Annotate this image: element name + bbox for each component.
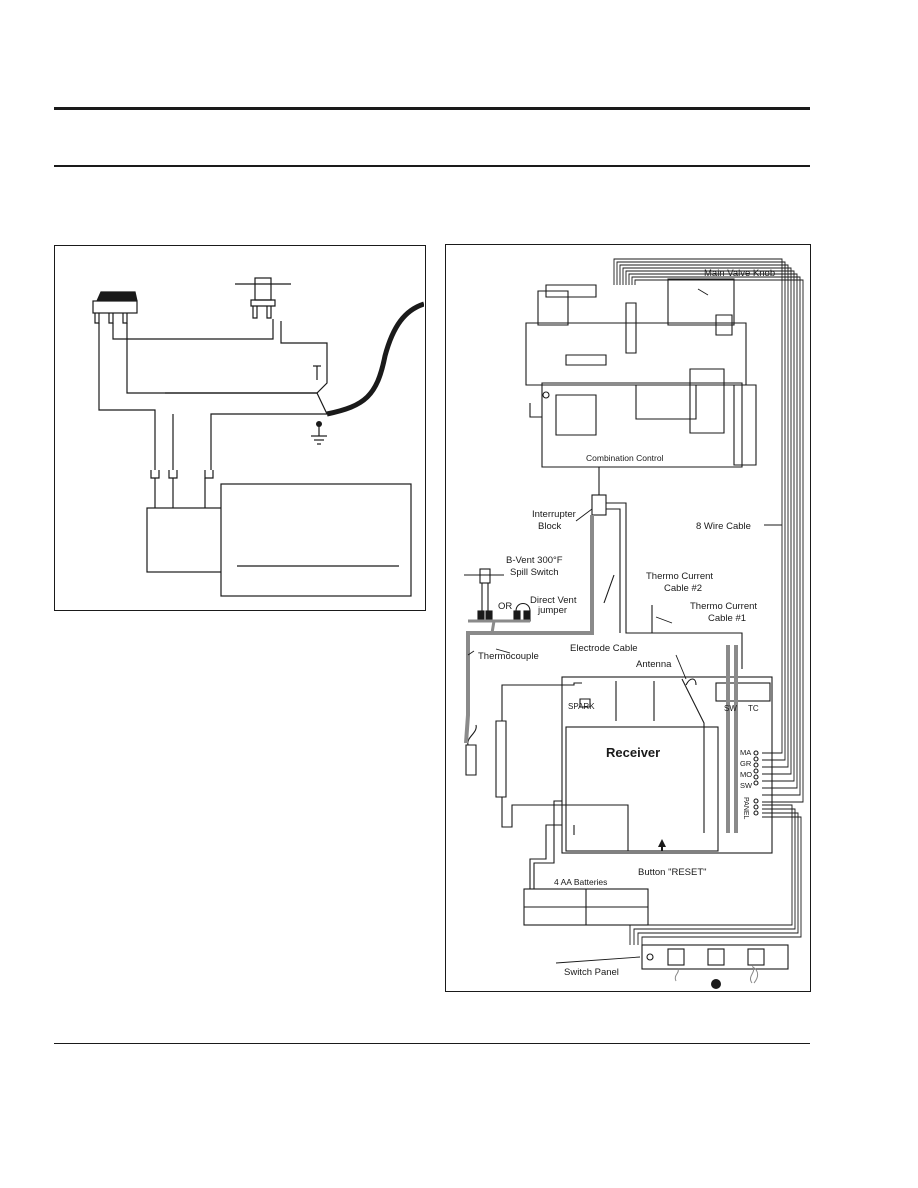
bottom-rule bbox=[54, 1043, 810, 1044]
ground-symbol bbox=[311, 426, 327, 445]
left-wiring-diagram bbox=[54, 245, 426, 611]
label-antenna: Antenna bbox=[636, 659, 672, 670]
eight-wire-cable bbox=[613, 258, 804, 945]
switch-panel-indicator bbox=[711, 979, 721, 989]
label-interrupter-1: Interrupter bbox=[532, 509, 576, 520]
label-direct-vent-1: Direct Vent bbox=[530, 595, 577, 606]
label-switch-panel: Switch Panel bbox=[564, 967, 619, 978]
rocker-switch bbox=[92, 291, 138, 324]
gray-cables bbox=[464, 515, 738, 833]
label-combination-control: Combination Control bbox=[586, 453, 664, 463]
label-term-sw: SW bbox=[740, 781, 753, 790]
label-or: OR bbox=[498, 601, 512, 612]
push-switch bbox=[235, 277, 291, 319]
top-rule-thick bbox=[54, 107, 810, 110]
top-rule-thin bbox=[54, 165, 810, 167]
pilot-assembly bbox=[465, 682, 629, 851]
label-interrupter-2: Block bbox=[538, 521, 561, 532]
label-term-panel: PANEL bbox=[742, 797, 749, 820]
label-main-valve-knob: Main Valve Knob bbox=[704, 268, 775, 279]
flame-low-icon bbox=[674, 968, 679, 982]
switch-panel bbox=[641, 944, 789, 970]
module-box bbox=[146, 507, 226, 573]
label-direct-vent-2: jumper bbox=[537, 605, 567, 616]
label-batteries: 4 AA Batteries bbox=[554, 877, 607, 887]
left-wiring-svg bbox=[92, 277, 424, 597]
label-eight-wire-cable: 8 Wire Cable bbox=[696, 521, 751, 532]
power-cord bbox=[326, 301, 424, 417]
label-sw: SW bbox=[724, 704, 737, 713]
right-wiring-svg: Main Valve Knob Combination Control Inte… bbox=[464, 258, 804, 989]
interrupter-block bbox=[591, 494, 607, 516]
label-thermo2-1: Thermo Current bbox=[646, 571, 713, 582]
switch-button-3[interactable] bbox=[747, 948, 765, 966]
receiver-module bbox=[561, 676, 773, 854]
combination-control-valve bbox=[525, 278, 757, 468]
label-term-ma: MA bbox=[740, 748, 751, 757]
label-tc: TC bbox=[748, 704, 759, 713]
label-bvent-2: Spill Switch bbox=[510, 567, 559, 578]
spill-switch bbox=[464, 568, 531, 622]
battery-pack bbox=[523, 800, 649, 926]
label-thermocouple: Thermocouple bbox=[478, 651, 539, 662]
label-reset-button: Button "RESET" bbox=[638, 867, 707, 878]
label-bvent-1: B-Vent 300°F bbox=[506, 555, 563, 566]
label-term-mo: MO bbox=[740, 770, 752, 779]
label-box bbox=[220, 483, 412, 597]
flame-high-icon bbox=[749, 965, 759, 984]
switch-button-1[interactable] bbox=[667, 948, 685, 966]
label-thermo1-2: Cable #1 bbox=[708, 613, 746, 624]
label-spark: SPARK bbox=[568, 702, 595, 711]
label-receiver: Receiver bbox=[606, 745, 660, 760]
label-term-gr: GR bbox=[740, 759, 752, 768]
label-thermo1-1: Thermo Current bbox=[690, 601, 757, 612]
right-wiring-diagram: Main Valve Knob Combination Control Inte… bbox=[445, 244, 811, 992]
label-thermo2-2: Cable #2 bbox=[664, 583, 702, 594]
antenna bbox=[681, 678, 705, 833]
label-electrode-cable: Electrode Cable bbox=[570, 643, 638, 654]
switch-button-2[interactable] bbox=[707, 948, 725, 966]
